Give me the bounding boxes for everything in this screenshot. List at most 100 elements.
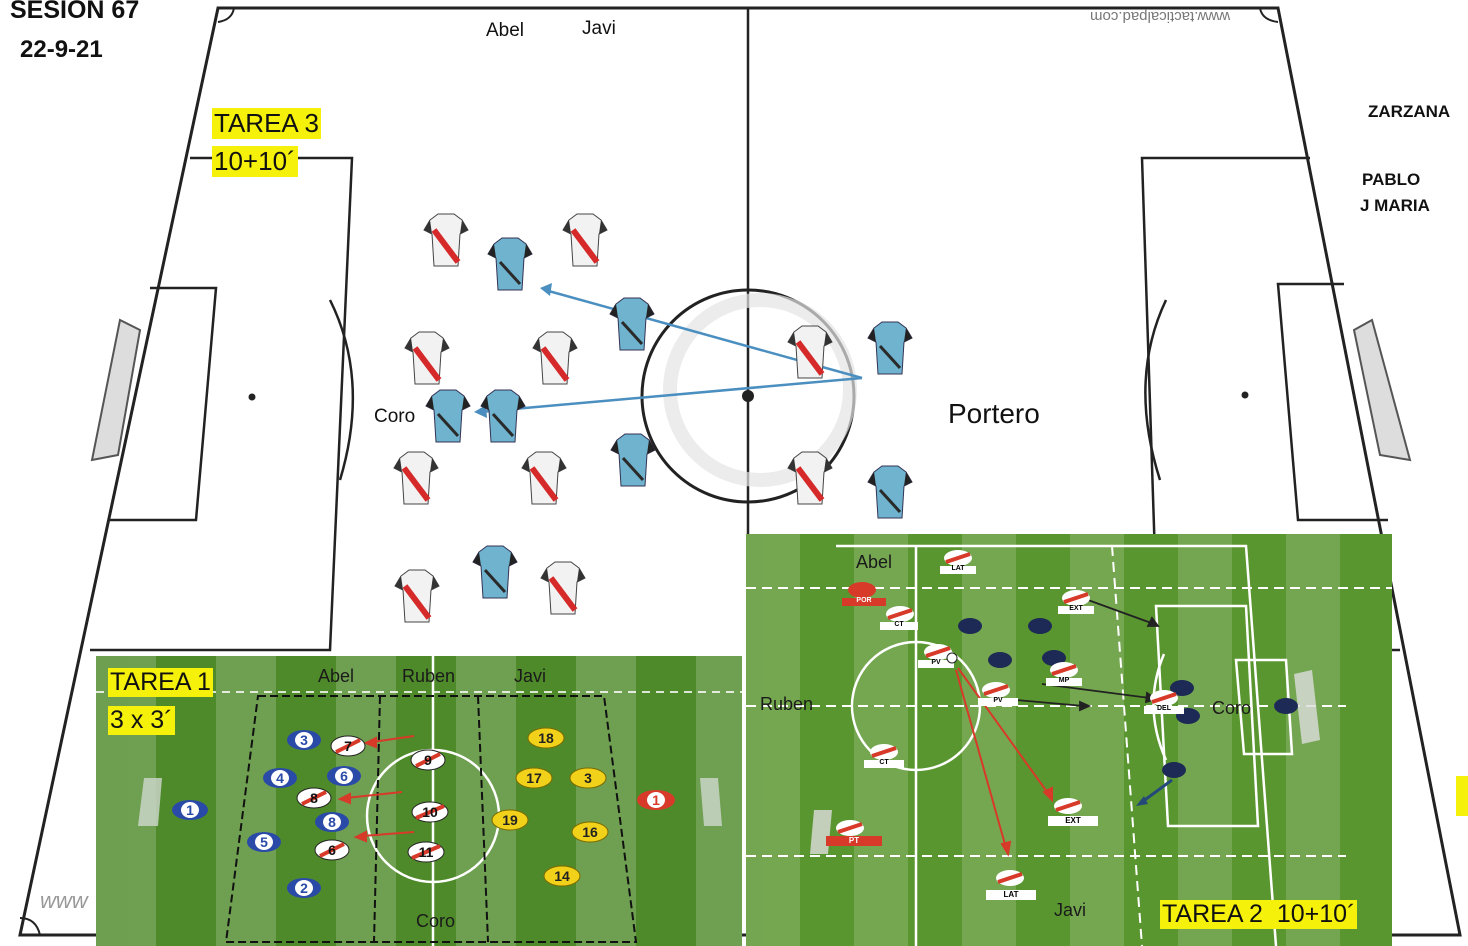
tarea1-inset: 3 4 6 8 5 2 1 7 9 8 10 6 11 1 18 17 3 19… xyxy=(96,656,742,946)
t2-tag-ct-top: CT xyxy=(880,621,918,628)
svg-text:7: 7 xyxy=(344,738,352,754)
t2-tag-pv-2: PV xyxy=(978,697,1018,704)
svg-text:4: 4 xyxy=(276,770,284,786)
chip-yellow-18: 18 xyxy=(528,728,564,748)
watermark-url: www.tacticalpad.com xyxy=(1090,8,1230,25)
svg-text:3: 3 xyxy=(300,732,308,748)
tarea2-label: TAREA 2 10+10´ xyxy=(1160,900,1357,929)
session-title: SESION 67 xyxy=(10,0,139,25)
chip-blue-2: 2 xyxy=(287,878,321,898)
player-white-8 xyxy=(788,452,832,504)
player-blue-1 xyxy=(488,238,532,290)
chip-red-11: 11 xyxy=(408,842,444,862)
edge-yellow-marker xyxy=(1456,776,1468,816)
t2-navy-8 xyxy=(1162,762,1186,778)
tarea1-name-ruben: Ruben xyxy=(402,666,455,687)
svg-text:10: 10 xyxy=(422,804,438,820)
tarea2-name-javi: Javi xyxy=(1054,900,1086,921)
name-jmaria: J MARIA xyxy=(1360,196,1430,216)
svg-text:1: 1 xyxy=(186,802,194,818)
chip-blue-3: 3 xyxy=(287,730,321,750)
t2-tag-mp: MP xyxy=(1046,677,1082,684)
tarea1-label: TAREA 1 xyxy=(108,668,213,697)
tarea3-label: TAREA 3 xyxy=(212,108,321,139)
chip-red-10: 10 xyxy=(412,802,448,822)
svg-text:16: 16 xyxy=(582,824,598,840)
player-blue-4 xyxy=(426,390,470,442)
chip-blue-8: 8 xyxy=(315,812,349,832)
tarea2-name-abel: Abel xyxy=(856,552,892,573)
player-blue-8 xyxy=(473,546,517,598)
t2-navy-7 xyxy=(1274,698,1298,714)
svg-text:8: 8 xyxy=(310,790,318,806)
chip-red-6: 6 xyxy=(315,840,349,860)
footer-url-fragment: www xyxy=(40,888,88,914)
svg-text:2: 2 xyxy=(300,880,308,896)
svg-text:14: 14 xyxy=(554,868,570,884)
svg-text:11: 11 xyxy=(419,844,434,860)
t2-tag-ct-bottom: CT xyxy=(864,759,904,766)
name-abel: Abel xyxy=(486,20,524,42)
chip-blue-5: 5 xyxy=(247,832,281,852)
t2-tag-del: DEL xyxy=(1144,705,1184,712)
chip-yellow-14: 14 xyxy=(544,866,580,886)
player-white-6 xyxy=(394,452,438,504)
player-blue-2 xyxy=(610,298,654,350)
t2-tag-lat-top: LAT xyxy=(940,565,976,572)
t2-tag-ext-bottom: EXT xyxy=(1048,816,1098,825)
chip-red-9: 9 xyxy=(411,750,445,770)
svg-text:3: 3 xyxy=(584,770,592,786)
svg-text:1: 1 xyxy=(652,792,660,808)
svg-text:17: 17 xyxy=(526,770,542,786)
tarea1-field: 3 4 6 8 5 2 1 7 9 8 10 6 11 1 18 17 3 19… xyxy=(96,656,742,946)
svg-text:6: 6 xyxy=(328,842,336,858)
svg-text:19: 19 xyxy=(502,812,518,828)
chip-yellow-19: 19 xyxy=(492,810,528,830)
tarea2-name-ruben: Ruben xyxy=(760,694,813,715)
chip-red-7: 7 xyxy=(331,736,365,756)
chip-blue-6: 6 xyxy=(327,766,361,786)
player-blue-7 xyxy=(868,466,912,518)
chip-red-1: 1 xyxy=(637,790,675,810)
chip-yellow-17: 17 xyxy=(516,768,552,788)
tarea2-name-coro: Coro xyxy=(1212,698,1251,719)
tarea2-inset: LAT POR CT PV MP EXT PV DEL CT EXT PT LA… xyxy=(746,534,1392,946)
player-blue-6 xyxy=(611,434,655,486)
t2-tag-pt: PT xyxy=(826,836,882,845)
svg-text:18: 18 xyxy=(538,730,554,746)
chip-blue-4: 4 xyxy=(263,768,297,788)
t2-tag-pv-1: PV xyxy=(918,659,954,666)
svg-text:5: 5 xyxy=(260,834,268,850)
player-white-9 xyxy=(395,570,439,622)
tarea2-time: 10+10´ xyxy=(1277,900,1356,928)
session-date: 22-9-21 xyxy=(20,36,103,64)
player-blue-3 xyxy=(868,322,912,374)
name-coro: Coro xyxy=(374,406,415,428)
svg-text:8: 8 xyxy=(328,814,336,830)
tarea1-time: 3 x 3´ xyxy=(108,706,175,735)
svg-text:9: 9 xyxy=(424,752,432,768)
t2-tag-por: POR xyxy=(842,597,886,604)
chip-yellow-16: 16 xyxy=(572,822,608,842)
chip-blue-1: 1 xyxy=(172,800,208,820)
player-blue-5 xyxy=(481,390,525,442)
player-white-1 xyxy=(424,214,468,266)
name-zarzana: ZARZANA xyxy=(1368,102,1450,122)
tarea1-name-abel: Abel xyxy=(318,666,354,687)
player-white-5 xyxy=(788,326,832,378)
chip-yellow-3: 3 xyxy=(570,768,606,788)
player-white-3 xyxy=(405,332,449,384)
name-portero: Portero xyxy=(948,398,1040,430)
tarea2-label-text: TAREA 2 xyxy=(1162,900,1263,928)
t2-tag-ext-top: EXT xyxy=(1058,605,1094,612)
tarea1-name-coro: Coro xyxy=(416,911,455,932)
tarea3-time: 10+10´ xyxy=(212,146,298,177)
tarea1-name-javi: Javi xyxy=(514,666,546,687)
player-white-10 xyxy=(541,562,585,614)
name-javi: Javi xyxy=(582,18,616,40)
t2-tag-lat-bottom: LAT xyxy=(986,890,1036,899)
player-white-2 xyxy=(563,214,607,266)
svg-text:6: 6 xyxy=(340,768,348,784)
chip-red-8: 8 xyxy=(297,788,331,808)
tarea2-field xyxy=(746,534,1392,946)
